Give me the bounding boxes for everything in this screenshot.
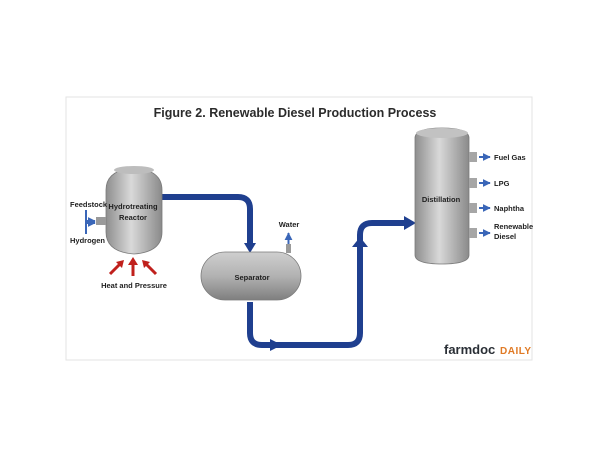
pipe-arrowhead-rise: [352, 237, 368, 247]
pipe-separator-to-distillation: [247, 220, 408, 348]
separator-vessel: [200, 251, 302, 301]
pipe-arrowhead-separator: [244, 243, 256, 253]
heat-arrowhead-left: [116, 260, 124, 268]
pipe-reactor-to-separator: [160, 194, 253, 246]
reactor-input-nozzle: [96, 217, 106, 225]
process-pipes: [160, 194, 416, 351]
reactor-label-line2: Reactor: [119, 213, 147, 222]
heat-pressure-label: Heat and Pressure: [101, 281, 167, 290]
output-renewable-line2: Diesel: [494, 232, 516, 241]
brand-part1: farmdoc: [444, 342, 495, 357]
nozzle-renewable-diesel: [469, 228, 477, 238]
distillation-label: Distillation: [422, 195, 461, 204]
hydrotreating-reactor: Hydrotreating Reactor: [96, 166, 163, 255]
reactor-top-cap: [114, 166, 154, 174]
water-label: Water: [279, 220, 300, 229]
nozzle-fuel-gas: [469, 152, 477, 162]
distillation-top-cap: [416, 128, 468, 138]
nozzle-naphtha: [469, 203, 477, 213]
figure-title: Figure 2. Renewable Diesel Production Pr…: [154, 106, 437, 120]
separator-label: Separator: [234, 273, 269, 282]
heat-and-pressure: Heat and Pressure: [101, 257, 167, 290]
pipe-arrowhead-distillation: [404, 216, 416, 230]
feedstock-label: Feedstock: [70, 200, 108, 209]
output-renewable-line1: Renewable: [494, 222, 533, 231]
heat-arrowhead-right: [142, 260, 150, 268]
output-lpg: LPG: [494, 179, 510, 188]
output-fuel-gas: Fuel Gas: [494, 153, 526, 162]
distillation-column: Distillation Fuel Gas LPG Naphtha Renewa…: [414, 127, 533, 265]
farmdoc-daily-logo: farmdoc DAILY: [444, 342, 532, 357]
pipe-arrowhead-mid: [270, 339, 282, 351]
reactor-vessel-body: [105, 167, 163, 255]
reactor-label-line1: Hydrotreating: [108, 202, 158, 211]
hydrogen-label: Hydrogen: [70, 236, 105, 245]
heat-arrowhead-center: [128, 257, 138, 265]
nozzle-lpg: [469, 178, 477, 188]
hydrogen-arrow: [85, 219, 96, 234]
reactor-inputs: Feedstock Hydrogen: [70, 200, 108, 245]
output-naphtha: Naphtha: [494, 204, 525, 213]
separator: Separator Water: [200, 220, 302, 301]
brand-part2: DAILY: [500, 346, 532, 357]
separator-water-nozzle: [286, 244, 291, 253]
